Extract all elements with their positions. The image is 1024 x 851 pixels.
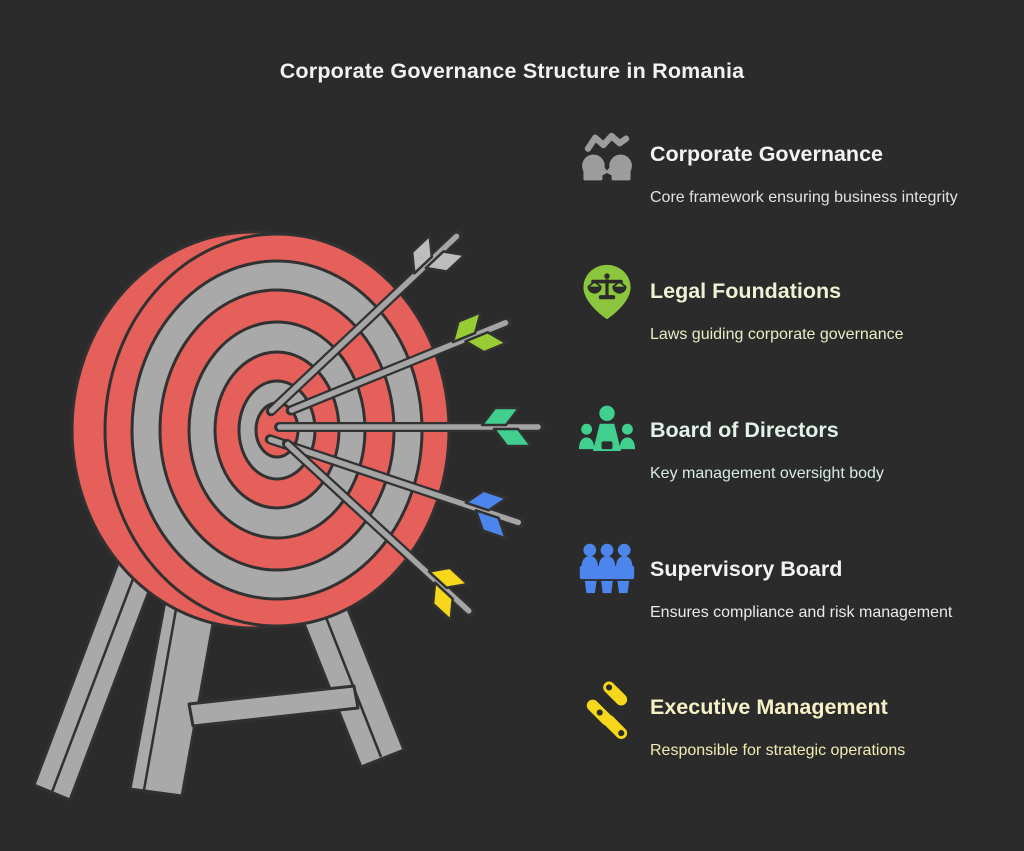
arrow-lime bbox=[285, 311, 513, 416]
arrow-yellow bbox=[281, 438, 476, 622]
diagonal-pills-icon bbox=[578, 677, 636, 741]
item-description: Laws guiding corporate governance bbox=[650, 326, 904, 343]
meeting-table-icon bbox=[578, 539, 636, 603]
item-title: Executive Management bbox=[650, 695, 888, 719]
board-people-icon bbox=[578, 400, 636, 464]
item-description: Ensures compliance and risk management bbox=[650, 604, 953, 621]
stand-center-leg bbox=[128, 594, 220, 798]
list-item-legal-foundations: Legal Foundations Laws guiding corporate… bbox=[578, 261, 1010, 343]
item-title: Board of Directors bbox=[650, 418, 839, 442]
list-item-executive-management: Executive Management Responsible for str… bbox=[578, 677, 1010, 759]
arrow-blue bbox=[264, 434, 526, 540]
arrow-emerald bbox=[274, 406, 545, 448]
arrow-gray bbox=[265, 230, 466, 417]
item-description: Responsible for strategic operations bbox=[650, 742, 906, 759]
item-title: Legal Foundations bbox=[650, 279, 842, 303]
arrows bbox=[264, 230, 545, 622]
list-item-supervisory-board: Supervisory Board Ensures compliance and… bbox=[578, 539, 1010, 621]
list-item-board-of-directors: Board of Directors Key management oversi… bbox=[578, 400, 1010, 482]
page-title: Corporate Governance Structure in Romani… bbox=[279, 59, 745, 83]
list-item-corporate-governance: Corporate Governance Core framework ensu… bbox=[578, 124, 1010, 206]
legal-pin-scales-icon bbox=[578, 261, 636, 325]
item-title: Supervisory Board bbox=[650, 557, 843, 581]
people-connection-icon bbox=[578, 124, 636, 188]
item-description: Key management oversight body bbox=[650, 465, 884, 482]
item-description: Core framework ensuring business integri… bbox=[650, 189, 958, 206]
item-title: Corporate Governance bbox=[650, 142, 883, 166]
stand-crossbar bbox=[187, 684, 360, 728]
target-illustration bbox=[32, 230, 545, 802]
target-stand bbox=[32, 561, 406, 802]
